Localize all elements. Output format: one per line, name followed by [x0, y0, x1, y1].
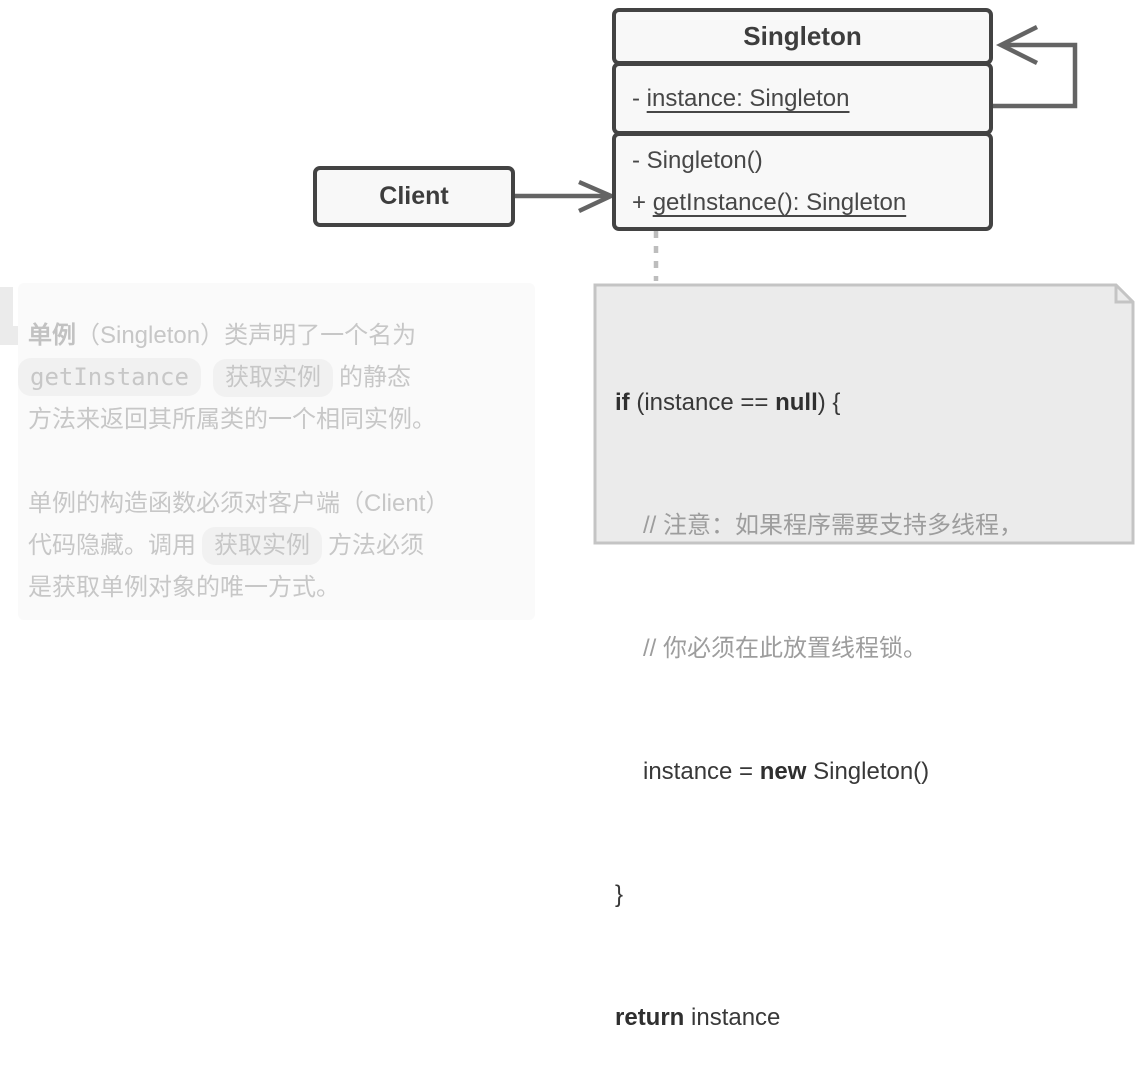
code-line-return: return instance [615, 1004, 781, 1031]
list-numeral-fragment-base [0, 326, 19, 345]
method-signature: getInstance(): Singleton [652, 188, 907, 216]
singleton-class-box: Singleton - instance: Singleton - Single… [612, 8, 993, 231]
code-line-if: if (instance == null) { [615, 389, 841, 416]
pseudocode-note-text: if (instance == null) { // 注意：如果程序需要支持多线… [615, 300, 1120, 1079]
singleton-methods-compartment: - Singleton() + getInstance(): Singleton [612, 132, 993, 231]
client-to-singleton-arrow [513, 179, 617, 214]
attribute-visibility: - [632, 84, 647, 112]
singleton-self-reference-arrow [993, 24, 1078, 109]
method-visibility: + [632, 188, 653, 216]
pill-huoqushili: 获取实例 [212, 359, 333, 397]
list-numeral-fragment [0, 287, 13, 329]
singleton-structure-diagram: { "classes": { "client": { "title": "Cli… [0, 8, 1135, 1031]
singleton-class-title: Singleton [743, 21, 862, 51]
singleton-getinstance-method: + getInstance(): Singleton [632, 182, 989, 224]
method-signature: - Singleton() [632, 146, 763, 174]
description-paragraph-2: 单例的构造函数必须对客户端（Client） 代码隐藏。调用获取实例方法必须 是获… [28, 490, 450, 601]
pill-huoqushili: 获取实例 [202, 527, 322, 565]
code-line-assignment: instance = new Singleton() [643, 758, 930, 785]
singleton-attribute-instance: - instance: Singleton [632, 78, 989, 120]
code-line-closing-brace: } [615, 881, 624, 908]
attribute-name: instance: Singleton [646, 84, 850, 112]
singleton-attributes-compartment: - instance: Singleton [612, 62, 993, 135]
singleton-constructor-method: - Singleton() [632, 140, 989, 182]
paragraph-gap [28, 441, 535, 483]
client-class-box: Client [313, 166, 515, 227]
client-class-title: Client [379, 182, 449, 210]
code-comment-1: // 注意：如果程序需要支持多线程， [643, 512, 1024, 539]
singleton-class-title-compartment: Singleton [612, 8, 993, 65]
pseudocode-note-shape [593, 283, 1135, 545]
note-folded-corner [1114, 285, 1133, 304]
code-comment-2: // 你必须在此放置线程锁。 [643, 635, 928, 662]
code-pill-getinstance: getInstance [18, 358, 201, 396]
term-singleton: 单例 [28, 322, 76, 349]
